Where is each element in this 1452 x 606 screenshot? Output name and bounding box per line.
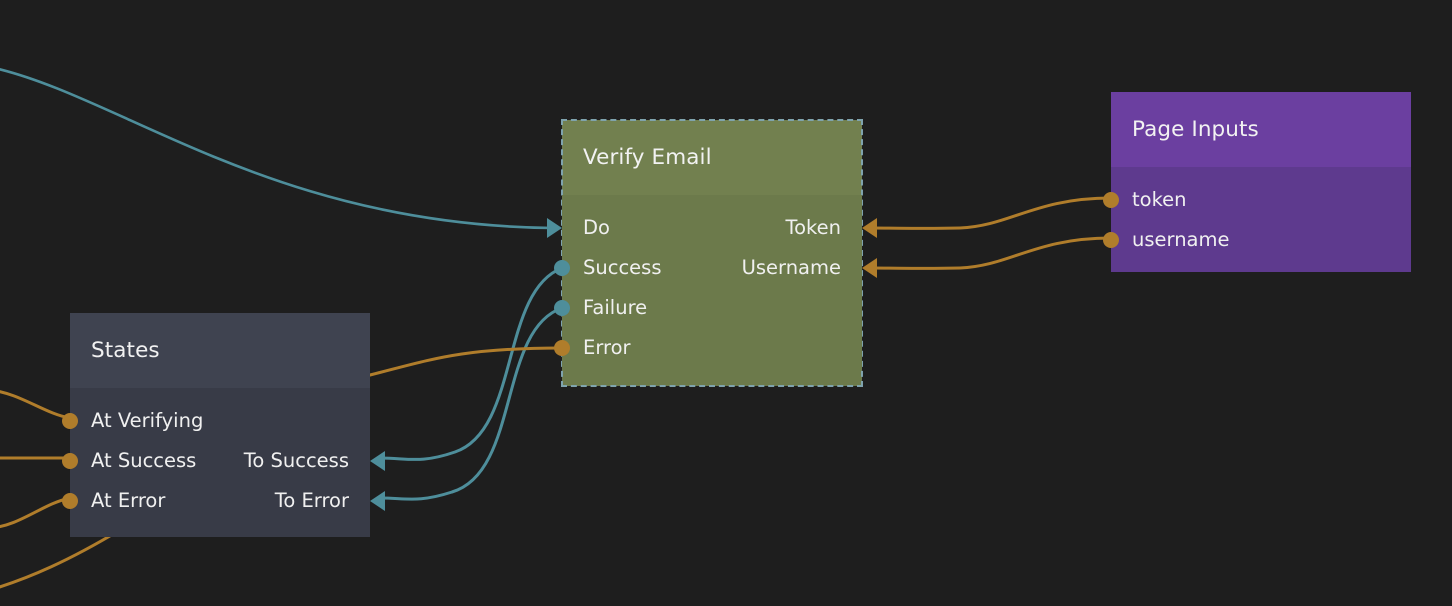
- edge-at-error-offscreen: [0, 496, 72, 529]
- edge-username-to-page-inputs: [870, 236, 1113, 270]
- node-body-page-inputs: token username: [1103, 167, 1411, 260]
- edge-at-verifying-offscreen: [0, 390, 72, 420]
- edge-failure-to-to-error: [378, 306, 564, 501]
- port-exec-to-success-arrow-icon[interactable]: [370, 451, 385, 471]
- node-body-verify-email: Do Token Success Username Failure Error: [547, 195, 877, 368]
- port-row: username: [1103, 220, 1411, 260]
- edge-success-to-to-success: [378, 266, 564, 461]
- port-row: At Success To Success: [62, 441, 385, 481]
- port-label-at-verifying: At Verifying: [91, 409, 204, 433]
- port-dot-at-success[interactable]: [62, 453, 78, 469]
- node-title: States: [91, 337, 160, 363]
- port-dot-username[interactable]: [1103, 232, 1119, 248]
- port-label-token: token: [1132, 188, 1187, 212]
- port-label-at-error: At Error: [91, 489, 166, 513]
- port-label-do: Do: [583, 216, 610, 240]
- port-dot-failure[interactable]: [554, 300, 570, 316]
- port-label-at-success: At Success: [91, 449, 197, 473]
- edge-token-to-page-inputs: [870, 196, 1113, 230]
- port-dot-at-error[interactable]: [62, 493, 78, 509]
- node-header-page-inputs[interactable]: Page Inputs: [1111, 92, 1411, 167]
- port-exec-do-arrow-icon[interactable]: [547, 218, 562, 238]
- node-states[interactable]: States At Verifying At Success To Succes…: [62, 313, 385, 537]
- port-dot-success[interactable]: [554, 260, 570, 276]
- port-label-username: Username: [741, 256, 841, 280]
- port-label-to-error: To Error: [274, 489, 349, 513]
- port-row: Do Token: [547, 208, 877, 248]
- port-row: Error: [554, 328, 862, 368]
- port-label-error: Error: [583, 336, 631, 360]
- port-row: At Verifying: [62, 401, 370, 441]
- port-row: At Error To Error: [62, 481, 385, 521]
- port-label-username: username: [1132, 228, 1230, 252]
- port-data-username-arrow-icon[interactable]: [862, 258, 877, 278]
- port-row: Success Username: [554, 248, 877, 288]
- port-dot-at-verifying[interactable]: [62, 413, 78, 429]
- port-dot-token[interactable]: [1103, 192, 1119, 208]
- node-header-verify-email[interactable]: Verify Email: [562, 120, 862, 195]
- port-exec-to-error-arrow-icon[interactable]: [370, 491, 385, 511]
- node-page-inputs[interactable]: Page Inputs token username: [1103, 92, 1411, 272]
- port-row: Failure: [554, 288, 862, 328]
- node-header-states[interactable]: States: [70, 313, 370, 388]
- node-title: Verify Email: [583, 144, 712, 170]
- node-body-states: At Verifying At Success To Success At Er…: [62, 388, 385, 521]
- port-label-failure: Failure: [583, 296, 648, 320]
- node-verify-email[interactable]: Verify Email Do Token Success Username F…: [547, 119, 877, 387]
- port-dot-error[interactable]: [554, 340, 570, 356]
- port-label-to-success: To Success: [243, 449, 349, 473]
- edge-offscreen-to-do: [0, 68, 555, 230]
- port-label-success: Success: [583, 256, 662, 280]
- port-row: token: [1103, 180, 1411, 220]
- port-label-token: Token: [785, 216, 841, 240]
- port-data-token-arrow-icon[interactable]: [862, 218, 877, 238]
- node-title: Page Inputs: [1132, 116, 1259, 142]
